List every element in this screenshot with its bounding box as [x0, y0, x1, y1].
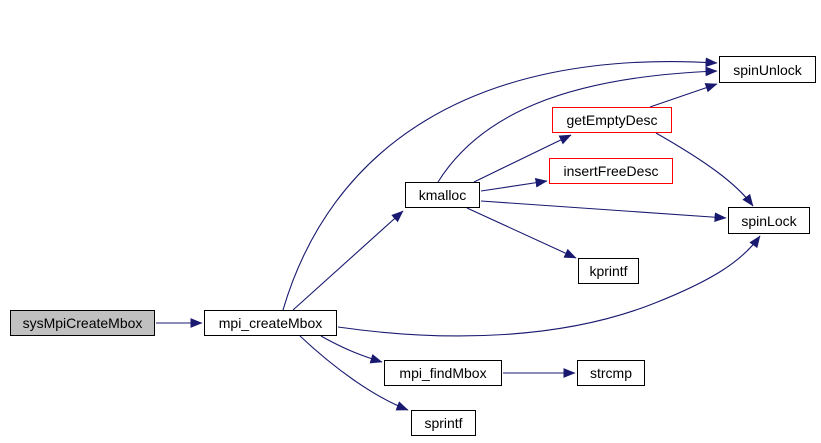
edge-kmalloc-insertFreeDesc — [480, 177, 548, 192]
node-mpi_createMbox[interactable]: mpi_createMbox — [204, 310, 337, 336]
node-kmalloc[interactable]: kmalloc — [405, 182, 480, 208]
node-sysMpiCreateMbox: sysMpiCreateMbox — [10, 310, 155, 336]
edge-mpi_createMbox-sprintf — [299, 335, 409, 411]
node-kprintf[interactable]: kprintf — [578, 258, 639, 284]
edge-kmalloc-kprintf — [466, 207, 577, 259]
edge-kmalloc-getEmptyDesc — [473, 134, 572, 183]
node-mpi_findMbox[interactable]: mpi_findMbox — [384, 360, 502, 386]
edge-getEmptyDesc-spinUnlock — [649, 83, 718, 108]
edge-getEmptyDesc-spinLock — [655, 132, 754, 207]
edge-kmalloc-spinUnlock — [437, 66, 718, 183]
node-strcmp[interactable]: strcmp — [577, 360, 645, 386]
node-insertFreeDesc[interactable]: insertFreeDesc — [549, 158, 673, 184]
edge-mpi_createMbox-mpi_findMbox — [320, 335, 383, 364]
node-spinLock[interactable]: spinLock — [728, 207, 810, 234]
node-getEmptyDesc[interactable]: getEmptyDesc — [552, 107, 672, 133]
edge-mpi_createMbox-spinUnlock — [282, 57, 718, 311]
edge-kmalloc-spinLock — [480, 200, 727, 223]
node-sprintf[interactable]: sprintf — [411, 410, 476, 436]
node-spinUnlock[interactable]: spinUnlock — [719, 56, 816, 83]
edge-mpi_createMbox-spinLock — [337, 235, 761, 337]
edge-mpi_createMbox-kmalloc — [292, 210, 404, 311]
